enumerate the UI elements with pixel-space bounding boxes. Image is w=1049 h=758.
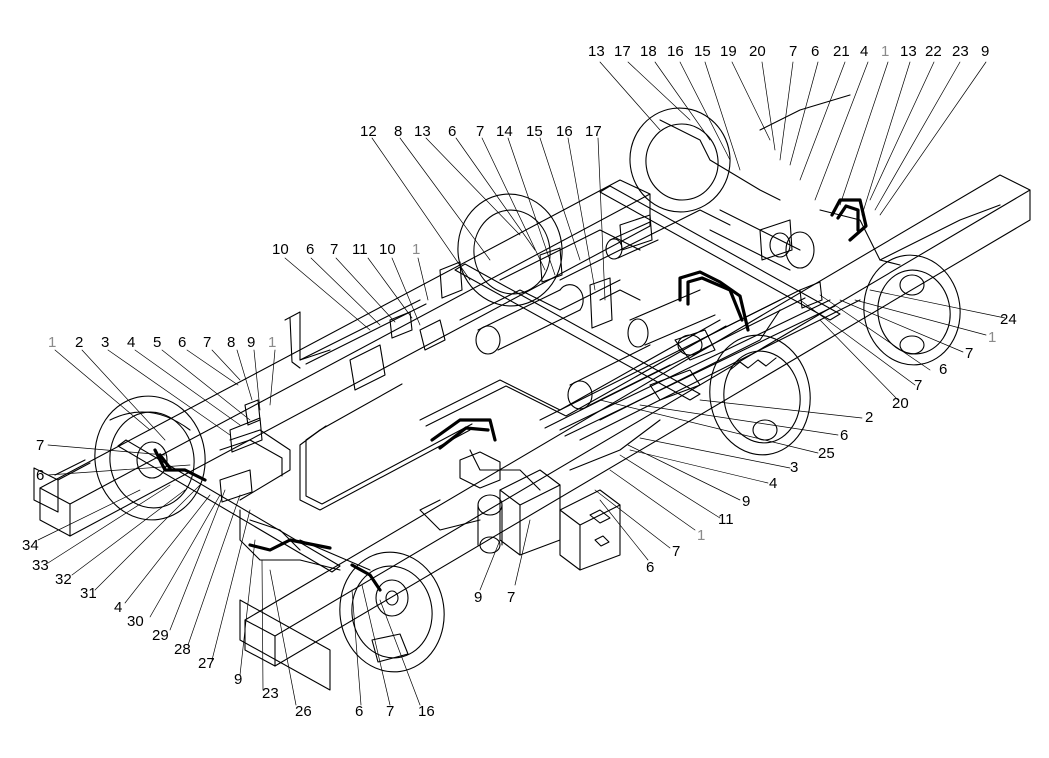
callout-label-r8: 1 [988,329,997,346]
callout-label-m7: 15 [526,123,543,140]
callout-label-m8: 16 [556,123,573,140]
callout-label-t16: 9 [981,43,990,60]
callout-label-r9: 24 [1000,311,1017,328]
callout-label-r1: 2 [865,409,874,426]
callout-label-t15: 23 [952,43,969,60]
callout-label-b9: 11 [718,511,734,528]
callout-label-t3: 18 [640,43,657,60]
callout-label-s13: 23 [262,685,279,702]
callout-label-m4: 6 [448,123,457,140]
callout-label-r3: 25 [818,445,835,462]
callout-label-m5: 7 [476,123,485,140]
callout-label-t12: 1 [881,43,890,60]
callout-label-m2: 8 [394,123,403,140]
wheel-rear-left [629,107,731,213]
wheel-rear-right [863,254,961,366]
callout-label-r5: 7 [914,377,923,394]
callout-label-l5: 5 [153,334,162,351]
callout-label-t11: 4 [860,43,869,60]
callout-label-l3: 3 [101,334,110,351]
callout-label-l7: 7 [203,334,212,351]
callout-label-l4: 4 [127,334,136,351]
callout-label-b10: 9 [742,493,751,510]
callout-label-b1: 6 [355,703,364,720]
callout-label-b4: 9 [474,589,483,606]
callout-label-l9: 9 [247,334,256,351]
callout-label-m6: 14 [496,123,513,140]
callout-label-l10: 1 [268,334,277,351]
callout-label-c5: 10 [379,241,396,258]
chassis-frame [33,174,1031,691]
wheel-front-right [339,551,445,673]
callout-label-s4: 33 [32,557,49,574]
callout-label-s11: 27 [198,655,215,672]
callout-label-t9: 6 [811,43,820,60]
callout-label-s6: 31 [80,585,97,602]
callout-label-r2: 6 [840,427,849,444]
callout-label-s2: 6 [36,467,45,484]
callout-label-c1: 10 [272,241,289,258]
callout-label-b8: 1 [697,527,706,544]
callout-label-m9: 17 [585,123,602,140]
callout-label-s9: 29 [152,627,169,644]
callout-label-b11: 4 [769,475,778,492]
callout-label-c4: 11 [352,241,368,258]
callout-label-t4: 16 [667,43,684,60]
callout-label-t13: 13 [900,43,917,60]
callout-label-b12: 3 [790,459,799,476]
callout-label-r4: 20 [892,395,909,412]
callout-label-c2: 6 [306,241,315,258]
callout-label-s14: 26 [295,703,312,720]
leader-lines [37,61,1006,706]
callout-label-l2: 2 [75,334,84,351]
callout-label-c6: 1 [412,241,421,258]
flexible-hoses [153,198,868,592]
wheel-front-left [94,395,206,521]
callout-label-m1: 12 [360,123,377,140]
callout-label-t8: 7 [789,43,798,60]
callout-label-b2: 7 [386,703,395,720]
callout-label-b7: 7 [672,543,681,560]
callout-label-t5: 15 [694,43,711,60]
wheel-middle-left [457,193,563,307]
callout-label-t1: 13 [588,43,605,60]
wheel-middle-right [709,334,811,456]
callout-label-l1: 1 [48,334,57,351]
callout-label-r6: 6 [939,361,948,378]
callout-label-t14: 22 [925,43,942,60]
callout-label-t6: 19 [720,43,737,60]
callout-label-s1: 7 [36,437,45,454]
callout-label-r7: 7 [965,345,974,362]
callout-label-t10: 21 [833,43,850,60]
callout-label-s3: 34 [22,537,39,554]
callout-label-b5: 7 [507,589,516,606]
valve-block [219,214,823,571]
callout-label-l6: 6 [178,334,187,351]
callout-label-s8: 30 [127,613,144,630]
callout-label-t2: 17 [614,43,631,60]
callout-label-b6: 6 [646,559,655,576]
callout-label-m3: 13 [414,123,431,140]
callout-label-b3: 16 [418,703,435,720]
callout-label-s7: 4 [114,599,123,616]
air-lines [219,94,1001,571]
callout-label-t7: 20 [749,43,766,60]
callout-label-s5: 32 [55,571,72,588]
callout-label-l8: 8 [227,334,236,351]
callout-label-s12: 9 [234,671,243,688]
callout-label-c3: 7 [330,241,339,258]
callout-label-s10: 28 [174,641,191,658]
